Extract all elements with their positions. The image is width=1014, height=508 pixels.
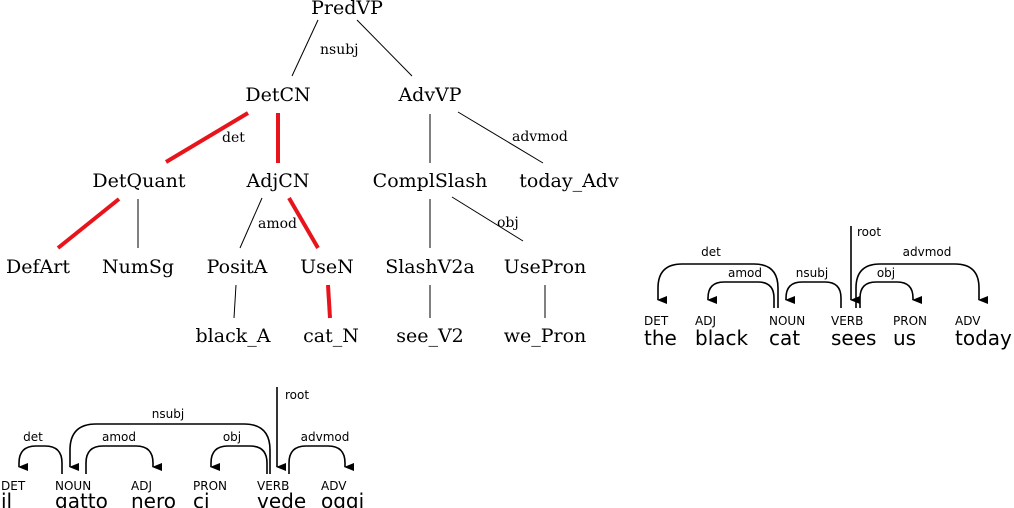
pos-tag: ADV [321,479,347,493]
pos-tag: DET [644,314,669,328]
pos-tag: PRON [893,314,927,328]
root-label: root [285,388,309,402]
tree-edge [457,111,544,164]
abstract-syntax-tree: nsubj det advmod amod obj PredVP DetCN A… [6,0,619,347]
arc-label: obj [223,430,241,444]
tree-node: NumSg [102,256,174,278]
tree-edge-label: advmod [512,129,568,145]
tree-edge-highlighted [56,197,121,250]
token-word: the [644,326,677,350]
tree-edge-label: nsubj [320,42,359,58]
tree-node: UseN [300,256,354,278]
pos-tag: ADV [955,314,981,328]
tree-edge [291,19,319,77]
dependency-arc [85,445,162,474]
tree-edge [239,197,263,249]
token-word: black [695,326,749,350]
root-label: root [857,225,881,239]
token-word: cat [769,326,800,350]
token-word: il [1,489,12,508]
arc-label: obj [877,266,895,280]
tree-node: UsePron [504,256,587,278]
token-word: gatto [55,489,108,508]
tree-node: PredVP [311,0,383,19]
arc-label: nsubj [796,266,828,280]
pos-tag: VERB [831,314,863,328]
tree-edge [233,284,237,319]
tree-edge-label: obj [497,215,519,231]
tree-node: see_V2 [396,325,464,347]
tree-node: cat_N [303,325,359,347]
token-word: today [955,326,1012,350]
tree-node: ComplSlash [373,170,488,192]
arc-label: advmod [301,430,350,444]
arc-label: amod [102,430,136,444]
dependency-arc [855,263,988,308]
pos-tag: NOUN [769,314,805,328]
pos-tag: ADJ [131,479,152,493]
tree-node: black_A [196,325,271,347]
tree-edge-highlighted [164,111,250,164]
pos-tag: VERB [257,479,289,493]
english-dependency-tree: root det amod nsubj obj advmod DET ADJ N… [644,225,1012,350]
tree-node: today_Adv [519,170,619,192]
arc-label: det [23,430,43,444]
tree-node: PositA [207,256,268,278]
dependency-arc [288,445,354,474]
arc-label: advmod [903,245,952,259]
dependency-arc [18,445,63,474]
token-word: us [893,326,916,350]
arc-label: amod [728,266,762,280]
token-word: oggi [321,489,364,508]
tree-edge [451,196,524,242]
dependency-arc [707,281,775,308]
tree-edge-highlighted [287,196,320,250]
tree-edge-label: amod [258,216,297,232]
pos-tag: PRON [193,479,227,493]
italian-dependency-tree: root det nsubj amod obj advmod DET NOUN … [1,387,364,508]
tree-node: DetQuant [92,170,185,192]
pos-tag: DET [1,479,26,493]
tree-node: we_Pron [504,325,587,347]
dependency-arc [69,423,271,474]
arc-label: det [701,245,721,259]
tree-edge [356,19,413,77]
dependency-arc [785,281,842,308]
arc-label: nsubj [152,407,184,421]
token-word: nero [131,489,176,508]
pos-tag: ADJ [695,314,716,328]
pos-tag: NOUN [55,479,91,493]
token-word: vede [257,489,306,508]
dependency-arc [657,263,779,308]
dependency-arc [210,445,268,474]
tree-edge-highlighted [326,284,332,319]
token-word: ci [193,489,210,508]
tree-edge-label: det [222,130,245,146]
tree-node: SlashV2a [385,256,475,278]
dependency-arc [859,281,922,308]
tree-node: AdvVP [397,84,461,106]
tree-node: AdjCN [246,170,310,192]
token-word: sees [831,326,876,350]
tree-node: DefArt [6,256,70,278]
tree-node: DetCN [245,84,310,106]
